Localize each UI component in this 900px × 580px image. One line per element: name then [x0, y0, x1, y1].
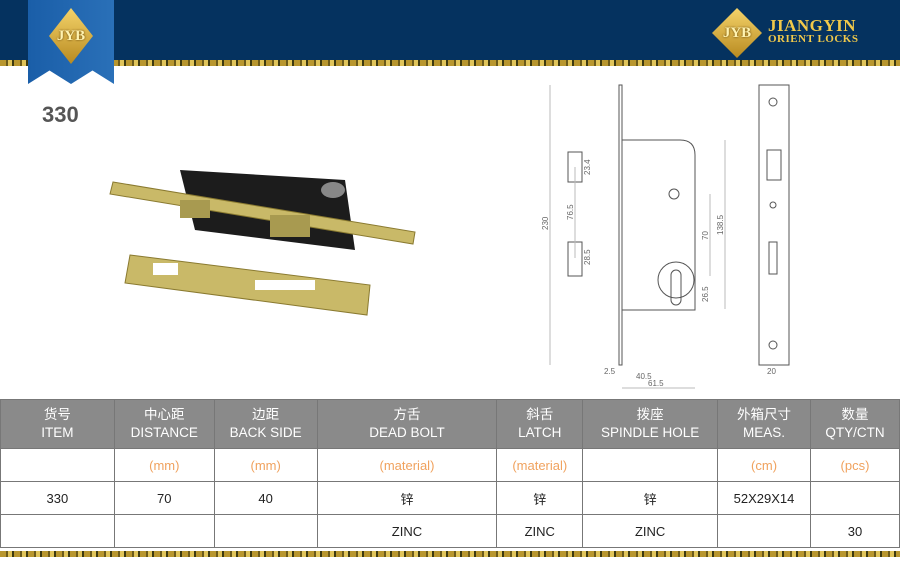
- unit-cell: [582, 448, 719, 482]
- brand-name: JIANGYIN ORIENT LOCKS: [768, 16, 859, 45]
- unit-cell: (material): [496, 448, 584, 482]
- cell: 锌: [582, 481, 719, 515]
- cell: ZINC: [582, 514, 719, 548]
- cell: [810, 481, 900, 515]
- cell: 330: [0, 481, 115, 515]
- unit-cell: (pcs): [810, 448, 900, 482]
- header-bar: [0, 0, 900, 60]
- cell: 40: [213, 481, 318, 515]
- gold-divider-top: [0, 60, 900, 66]
- cell: [717, 514, 811, 548]
- cell: [113, 514, 215, 548]
- lock-product-photo: [109, 170, 416, 316]
- cell: 52X29X14: [717, 481, 811, 515]
- table-row: 330 70 40 锌 锌 锌 52X29X14: [0, 481, 900, 515]
- unit-cell: (cm): [717, 448, 811, 482]
- cell: 70: [113, 481, 215, 515]
- cell: 锌: [496, 481, 584, 515]
- svg-text:230: 230: [541, 216, 550, 230]
- svg-text:28.5: 28.5: [583, 249, 592, 265]
- lock-technical-drawing: 230 23.4 76.5 28.5 70 138.5 26.5 2.5 40.…: [541, 84, 790, 389]
- svg-text:70: 70: [701, 231, 710, 240]
- svg-text:61.5: 61.5: [648, 379, 664, 388]
- cell: [213, 514, 318, 548]
- svg-text:2.5: 2.5: [604, 367, 616, 376]
- svg-text:26.5: 26.5: [701, 286, 710, 302]
- svg-text:20: 20: [767, 367, 776, 376]
- cell: 锌: [316, 481, 498, 515]
- cell: 30: [810, 514, 900, 548]
- unit-cell: [0, 448, 115, 482]
- cell: ZINC: [496, 514, 584, 548]
- cell: [0, 514, 115, 548]
- gold-divider-bottom: [0, 551, 900, 557]
- units-row: (mm) (mm) (material) (material) (cm) (pc…: [0, 448, 900, 482]
- svg-text:138.5: 138.5: [716, 214, 725, 235]
- table-row: ZINC ZINC ZINC 30: [0, 514, 900, 548]
- cell: ZINC: [316, 514, 498, 548]
- svg-text:76.5: 76.5: [566, 204, 575, 220]
- svg-text:40.5: 40.5: [636, 372, 652, 381]
- unit-cell: (mm): [113, 448, 215, 482]
- unit-cell: (material): [316, 448, 498, 482]
- unit-cell: (mm): [213, 448, 318, 482]
- model-number: 330: [42, 102, 79, 127]
- svg-text:23.4: 23.4: [583, 159, 592, 175]
